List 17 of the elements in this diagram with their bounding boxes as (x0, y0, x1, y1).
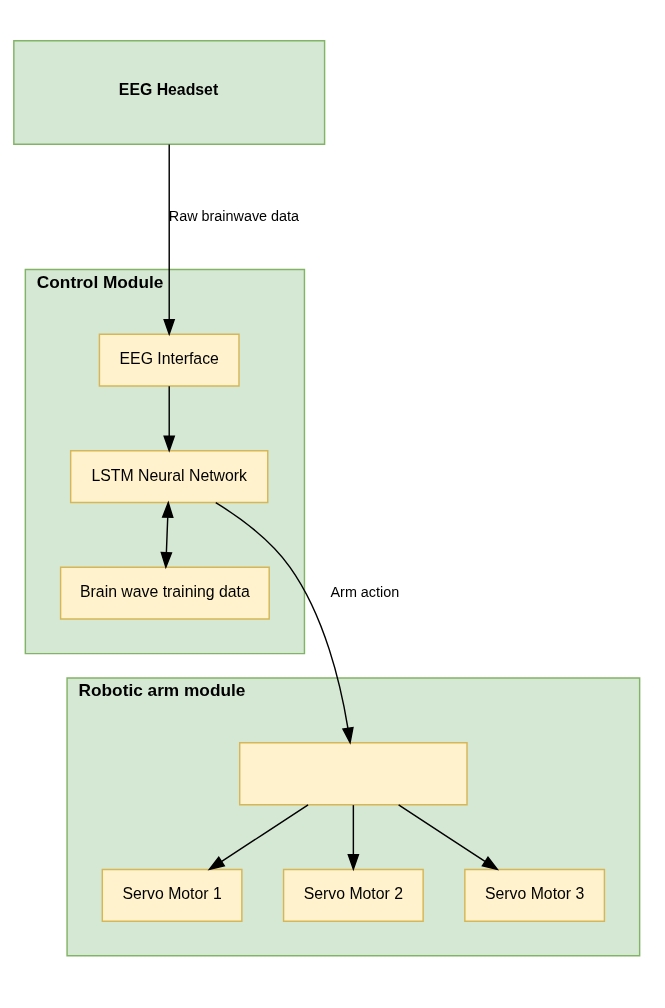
arrow (397, 804, 500, 871)
node-box: Brain wave training data (59, 566, 270, 620)
node-box: LSTM Neural Network (69, 450, 269, 504)
node-box: Servo Motor 2 (282, 868, 424, 922)
arrow (347, 804, 360, 872)
node-box: EEG Interface (98, 333, 240, 387)
arrow (215, 501, 354, 745)
edge-label: Raw brainwave data (168, 207, 300, 224)
node-box: Servo Motor 1 (101, 868, 243, 922)
arrow (163, 143, 176, 337)
edge-label: Arm action (330, 583, 400, 600)
arrow (160, 500, 174, 570)
node-box (239, 742, 468, 806)
arrow (207, 804, 309, 871)
node-box: EEG Headset (13, 40, 326, 146)
node-box: Servo Motor 3 (464, 868, 606, 922)
arrow (163, 385, 176, 453)
